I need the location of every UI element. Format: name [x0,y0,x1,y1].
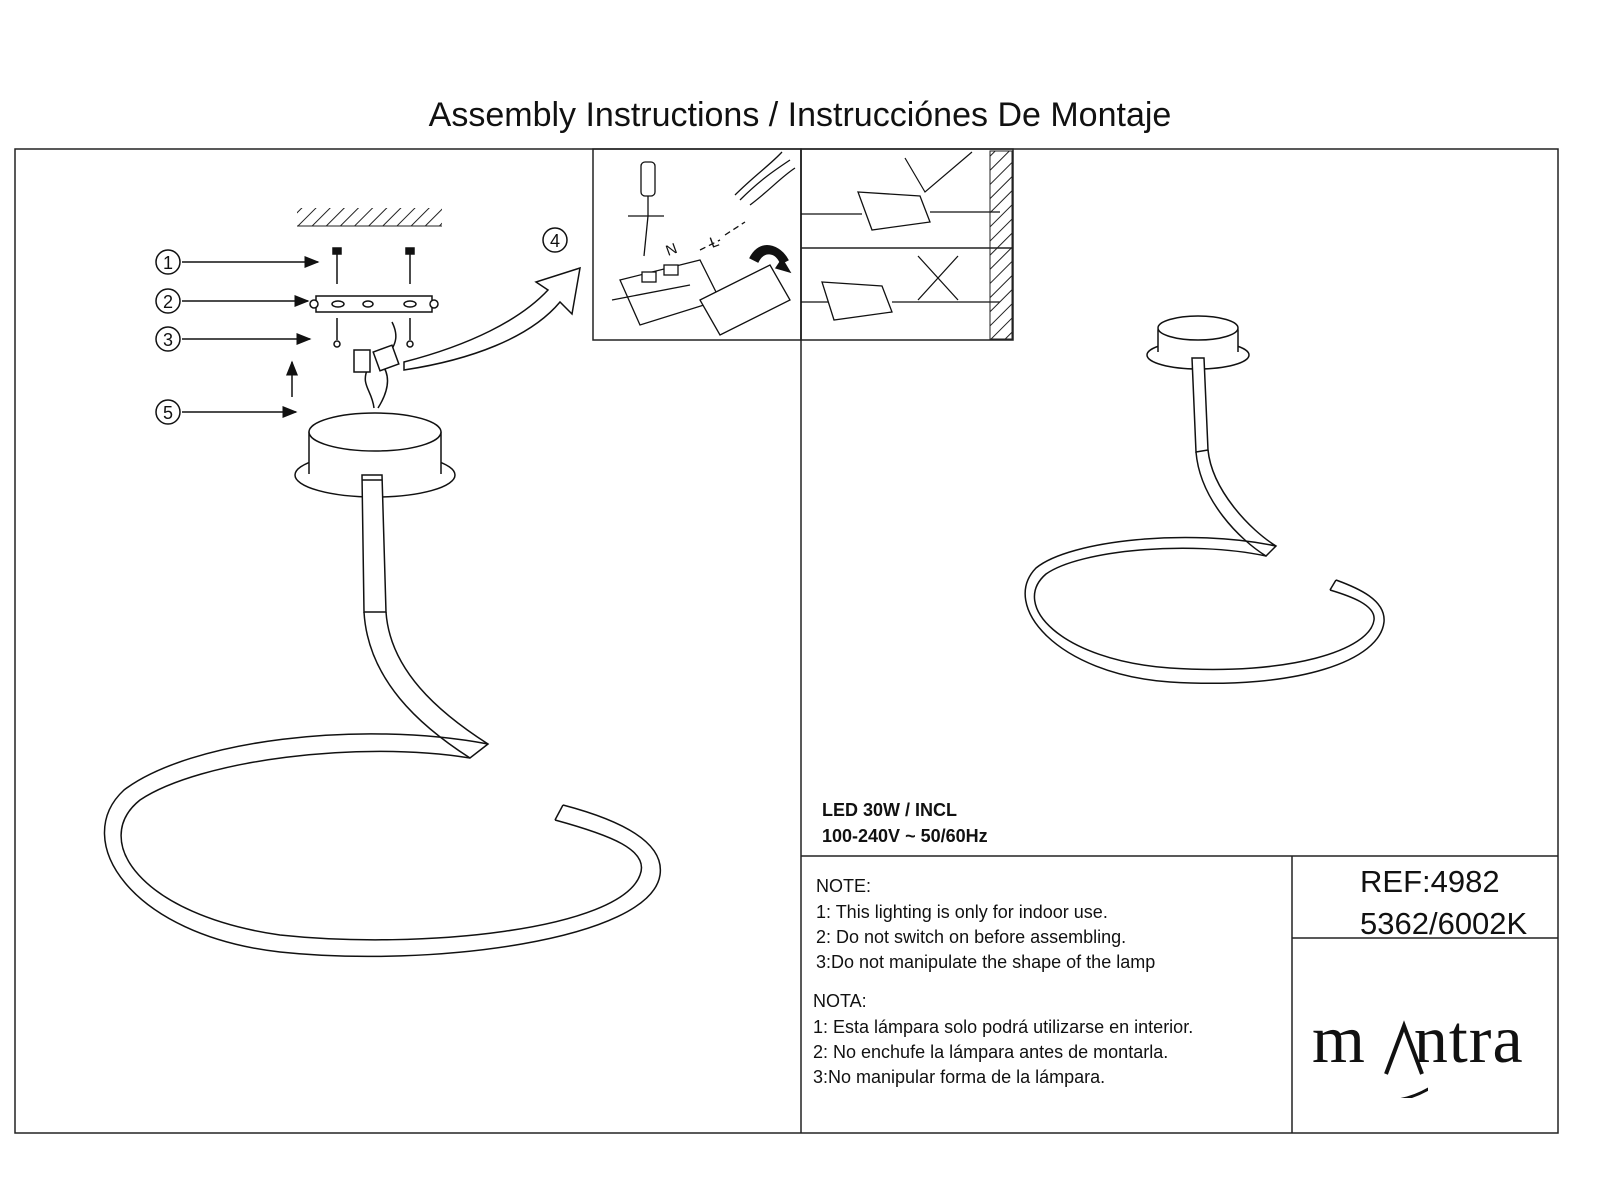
note-es-heading: NOTA: [813,991,867,1011]
ceiling-hatch [297,208,442,227]
callout-4: 4 [550,231,560,251]
spec-power: LED 30W / INCL [822,800,958,820]
brand-logo-suffix: ntra [1413,1001,1524,1077]
note-es-item-1: 1: Esta lámpara solo podrá utilizarse en… [813,1017,1194,1037]
incorrect-junction [801,255,1000,321]
note-es-item-2: 2: No enchufe la lámpara antes de montar… [813,1042,1169,1062]
note-en-heading: NOTE: [816,876,872,896]
callout-1: 1 [163,253,173,273]
note-en-item-3: 3:Do not manipulate the shape of the lam… [816,952,1156,972]
product-codes: 5362/6002K [1360,906,1528,941]
note-es-item-3: 3:No manipular forma de la lámpara. [813,1067,1106,1087]
lamp-body-right [1024,357,1385,685]
lamp-body-left [103,474,661,958]
callout-circles [155,227,568,425]
callout-2: 2 [163,292,173,312]
canopy-right [1146,315,1250,370]
wiring-detail [611,151,796,336]
page-title: Assembly Instructions / Instrucciónes De… [428,96,1172,134]
brand-logo-prefix: m [1312,1001,1366,1077]
brand-logo-mark [1384,1020,1428,1098]
step4-arrow [403,266,581,371]
wiring-label-n: N [664,240,680,260]
wall-hatch [989,150,1013,340]
reference-number: REF:4982 [1360,864,1500,899]
frame-lines [14,148,1559,1134]
note-en-item-1: 1: This lighting is only for indoor use. [816,902,1108,922]
note-en-item-2: 2: Do not switch on before assembling. [816,927,1127,947]
mounting-bracket [309,247,439,348]
wiring-label-l: L [708,233,722,252]
correct-junction [801,151,1000,231]
terminal-block-left [353,321,400,409]
callout-5: 5 [163,403,173,423]
callout-arrows [182,256,320,418]
callout-3: 3 [163,330,173,350]
spec-voltage: 100-240V ~ 50/60Hz [822,826,988,846]
